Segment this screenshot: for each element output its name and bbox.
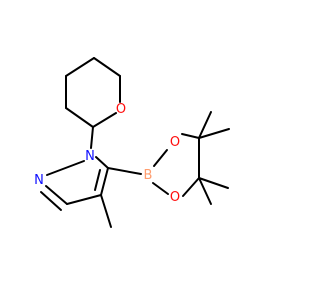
atom-n1: N [85, 149, 95, 164]
thp-ring-bonds [65, 57, 121, 128]
pyrazole-ring-bonds [40, 156, 109, 211]
bond-n2-c3-double [45, 185, 68, 205]
atom-o-boronate-1: O [170, 135, 180, 150]
bond-methyl-top [198, 111, 212, 139]
atom-n2-label: N [34, 173, 44, 188]
atom-o-thp-label: O [116, 102, 126, 117]
bond-c4-methyl [100, 194, 112, 228]
atom-labels: N N O B O O [34, 102, 180, 205]
bond-methyl-bottom [198, 177, 212, 205]
bond-n1-n2 [46, 160, 85, 176]
pinacol-methyl-bonds [198, 111, 230, 205]
atom-o-thp: O [116, 102, 126, 117]
atom-o-boronate-2-label: O [170, 190, 180, 205]
atom-b-label: B [144, 168, 153, 183]
bond-c5-n1 [95, 156, 109, 169]
bond-c5-b [107, 167, 142, 175]
bond-o2-c [182, 177, 200, 197]
molecule-canvas: N N O B O O [34, 57, 230, 228]
bond-methyl-upper-right [198, 128, 230, 139]
bond-o1-c [181, 133, 200, 139]
atom-o-boronate-1-label: O [170, 135, 180, 150]
atom-o-boronate-2: O [170, 190, 180, 205]
atom-b: B [144, 168, 153, 183]
bond-thp-n1 [90, 126, 94, 149]
bond-c3-c4 [66, 194, 102, 205]
bond-c4-c5-double-inner [94, 169, 101, 191]
bond-n2-c3-double-inner [40, 191, 62, 211]
bond-b-o2 [152, 182, 169, 195]
atom-n1-label: N [85, 149, 95, 164]
bond-b-o1 [153, 149, 168, 167]
bond-c5-c6 [93, 57, 121, 77]
bond-methyl-lower-right [198, 177, 229, 189]
dioxaborolane-ring-bonds [152, 133, 200, 197]
bond-c4-c5-double [100, 167, 109, 196]
atom-n2: N [34, 173, 44, 188]
structure-drawing: N N O B O O [34, 57, 230, 228]
bond-o-c2 [92, 112, 117, 128]
bond-c4-c5 [65, 57, 95, 77]
bond-c2-c3 [65, 107, 94, 128]
